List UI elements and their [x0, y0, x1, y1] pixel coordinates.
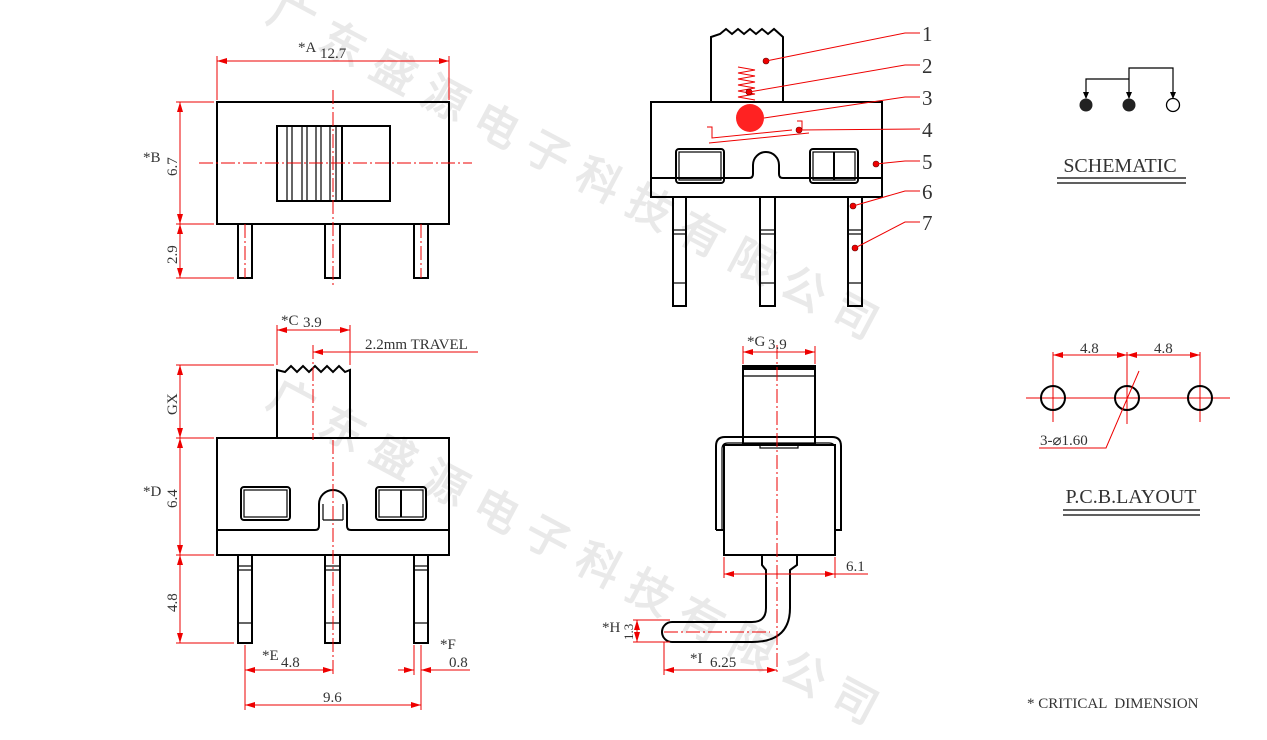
callout-5: 5 — [922, 150, 933, 174]
svg-text:*A: *A — [298, 40, 317, 56]
critical-dimension-note: * CRITICAL DIMENSION — [1027, 696, 1199, 712]
front-view: *C 3.9 2.2mm TRAVEL GX *D 6.4 4.8 *E 4.8… — [143, 313, 478, 710]
svg-text:9.6: 9.6 — [323, 690, 342, 706]
svg-text:*G: *G — [747, 334, 766, 350]
svg-text:*H: *H — [602, 620, 621, 636]
svg-text:*D: *D — [143, 484, 162, 500]
top-view: *A 12.7 *B 6.7 2.9 — [143, 40, 472, 288]
schematic: SCHEMATIC — [1057, 67, 1186, 184]
callout-2: 2 — [922, 54, 933, 78]
callout-3: 3 — [922, 86, 933, 110]
svg-text:12.7: 12.7 — [320, 46, 347, 62]
svg-text:6.4: 6.4 — [165, 489, 181, 508]
svg-text:4.8: 4.8 — [1080, 341, 1099, 357]
callout-6: 6 — [922, 180, 933, 204]
svg-text:GX: GX — [165, 393, 181, 415]
svg-text:*E: *E — [262, 648, 279, 664]
svg-text:2.9: 2.9 — [165, 245, 181, 264]
svg-text:6.7: 6.7 — [165, 157, 181, 176]
pcb-title: P.C.B.LAYOUT — [1066, 486, 1197, 508]
parts-view: 1 2 3 4 5 6 7 — [650, 22, 933, 307]
schematic-title: SCHEMATIC — [1063, 155, 1176, 177]
svg-text:6.25: 6.25 — [710, 655, 736, 671]
svg-text:3.9: 3.9 — [768, 337, 787, 353]
svg-text:4.8: 4.8 — [281, 655, 300, 671]
svg-text:*F: *F — [440, 637, 456, 653]
svg-text:4.8: 4.8 — [1154, 341, 1173, 357]
svg-text:1.3: 1.3 — [621, 624, 636, 640]
svg-text:6.1: 6.1 — [846, 559, 865, 575]
svg-text:4.8: 4.8 — [165, 593, 181, 612]
svg-text:*C: *C — [281, 313, 299, 329]
callout-4: 4 — [922, 118, 933, 142]
svg-text:0.8: 0.8 — [449, 655, 468, 671]
pcb-layout: 4.8 4.8 3-⌀1.60 P.C.B.LAYOUT — [1026, 341, 1230, 516]
svg-text:3.9: 3.9 — [303, 315, 322, 331]
side-view: *G 3.9 6.1 *H 1.3 *I 6.25 — [602, 334, 868, 675]
callout-1: 1 — [922, 22, 933, 46]
callout-7: 7 — [922, 211, 933, 235]
svg-text:*I: *I — [690, 651, 703, 667]
svg-text:*B: *B — [143, 150, 161, 166]
svg-text:3-⌀1.60: 3-⌀1.60 — [1040, 433, 1088, 449]
svg-text:2.2mm TRAVEL: 2.2mm TRAVEL — [365, 337, 468, 353]
